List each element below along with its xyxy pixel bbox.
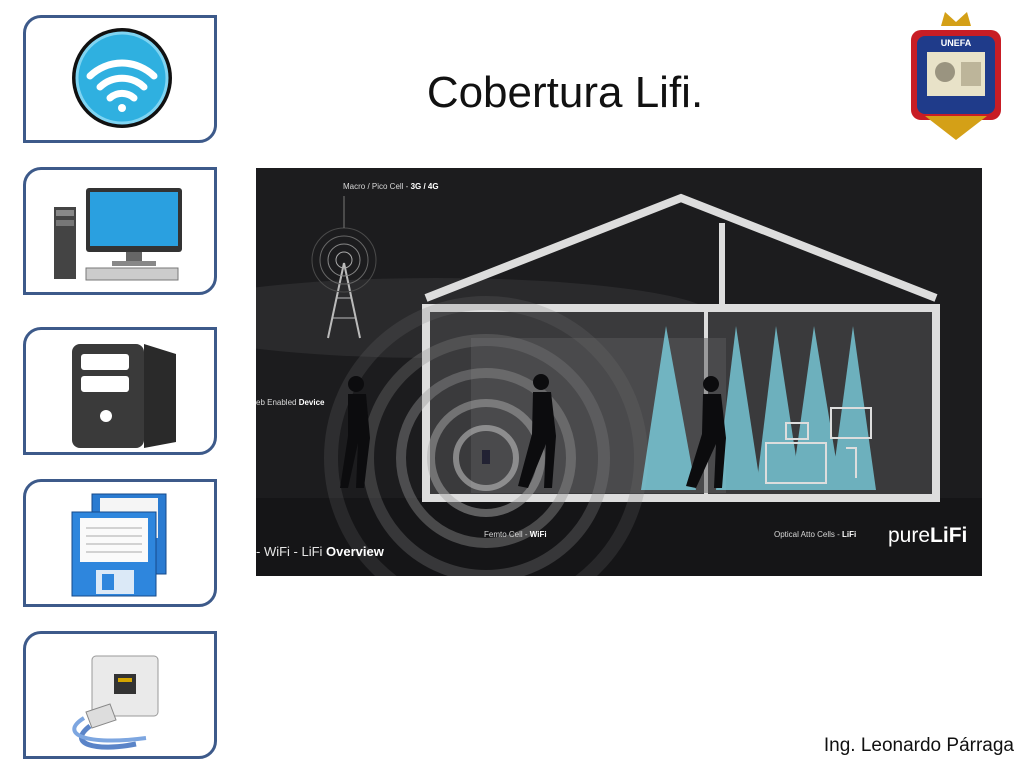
overview-bold: Overview: [326, 544, 384, 559]
optical-cells-caption: Optical Atto Cells - LiFi: [774, 530, 856, 539]
university-logo: UNEFA: [905, 8, 1007, 146]
ethernet-port-icon: [72, 655, 159, 750]
device-bold: Device: [298, 398, 325, 407]
people-silhouettes: [340, 374, 726, 488]
macro-cell-bold: 3G / 4G: [410, 182, 439, 191]
brand-prefix: pure: [888, 524, 931, 547]
desk-furniture: [765, 407, 872, 484]
overview-prefix: - WiFi - LiFi: [256, 544, 327, 559]
femto-cell-label: Femto Cell -: [484, 530, 530, 539]
page-title: Cobertura Lifi.: [426, 68, 704, 117]
author-credit: Ing. Leonardo Párraga: [823, 735, 1014, 756]
cell-tower: [311, 196, 377, 339]
purelifi-brand: pureLiFi: [888, 524, 967, 548]
optical-cells-label: Optical Atto Cells -: [774, 530, 843, 539]
sidebar-tile-floppy[interactable]: [23, 479, 217, 607]
desktop-computer-icon: [54, 188, 182, 281]
lifi-light-cones: [641, 326, 876, 490]
sidebar-tile-ethernet[interactable]: [23, 631, 217, 759]
floppy-disks-icon: [71, 493, 167, 597]
macro-cell-caption: Macro / Pico Cell - 3G / 4G: [343, 182, 439, 191]
sidebar-tile-wifi[interactable]: [23, 15, 217, 143]
femto-cell-caption: Femto Cell - WiFi: [484, 530, 547, 539]
device-caption: eb Enabled Device: [256, 398, 325, 407]
device-label: eb Enabled: [256, 398, 299, 407]
macro-cell-label: Macro / Pico Cell -: [343, 182, 411, 191]
logo-text: UNEFA: [941, 38, 972, 48]
wifi-icon: [72, 28, 172, 128]
brand-bold: LiFi: [930, 524, 968, 547]
optical-cells-bold: LiFi: [842, 530, 857, 539]
wifi-waves: [324, 296, 648, 576]
lifi-coverage-illustration: Macro / Pico Cell - 3G / 4G eb Enabled D…: [256, 168, 982, 576]
femto-cell-bold: WiFi: [529, 530, 547, 539]
overview-caption: - WiFi - LiFi Overview: [256, 544, 384, 559]
sidebar-tile-computer[interactable]: [23, 167, 217, 295]
sidebar-tile-server[interactable]: [23, 327, 217, 455]
server-tower-icon: [72, 344, 176, 448]
